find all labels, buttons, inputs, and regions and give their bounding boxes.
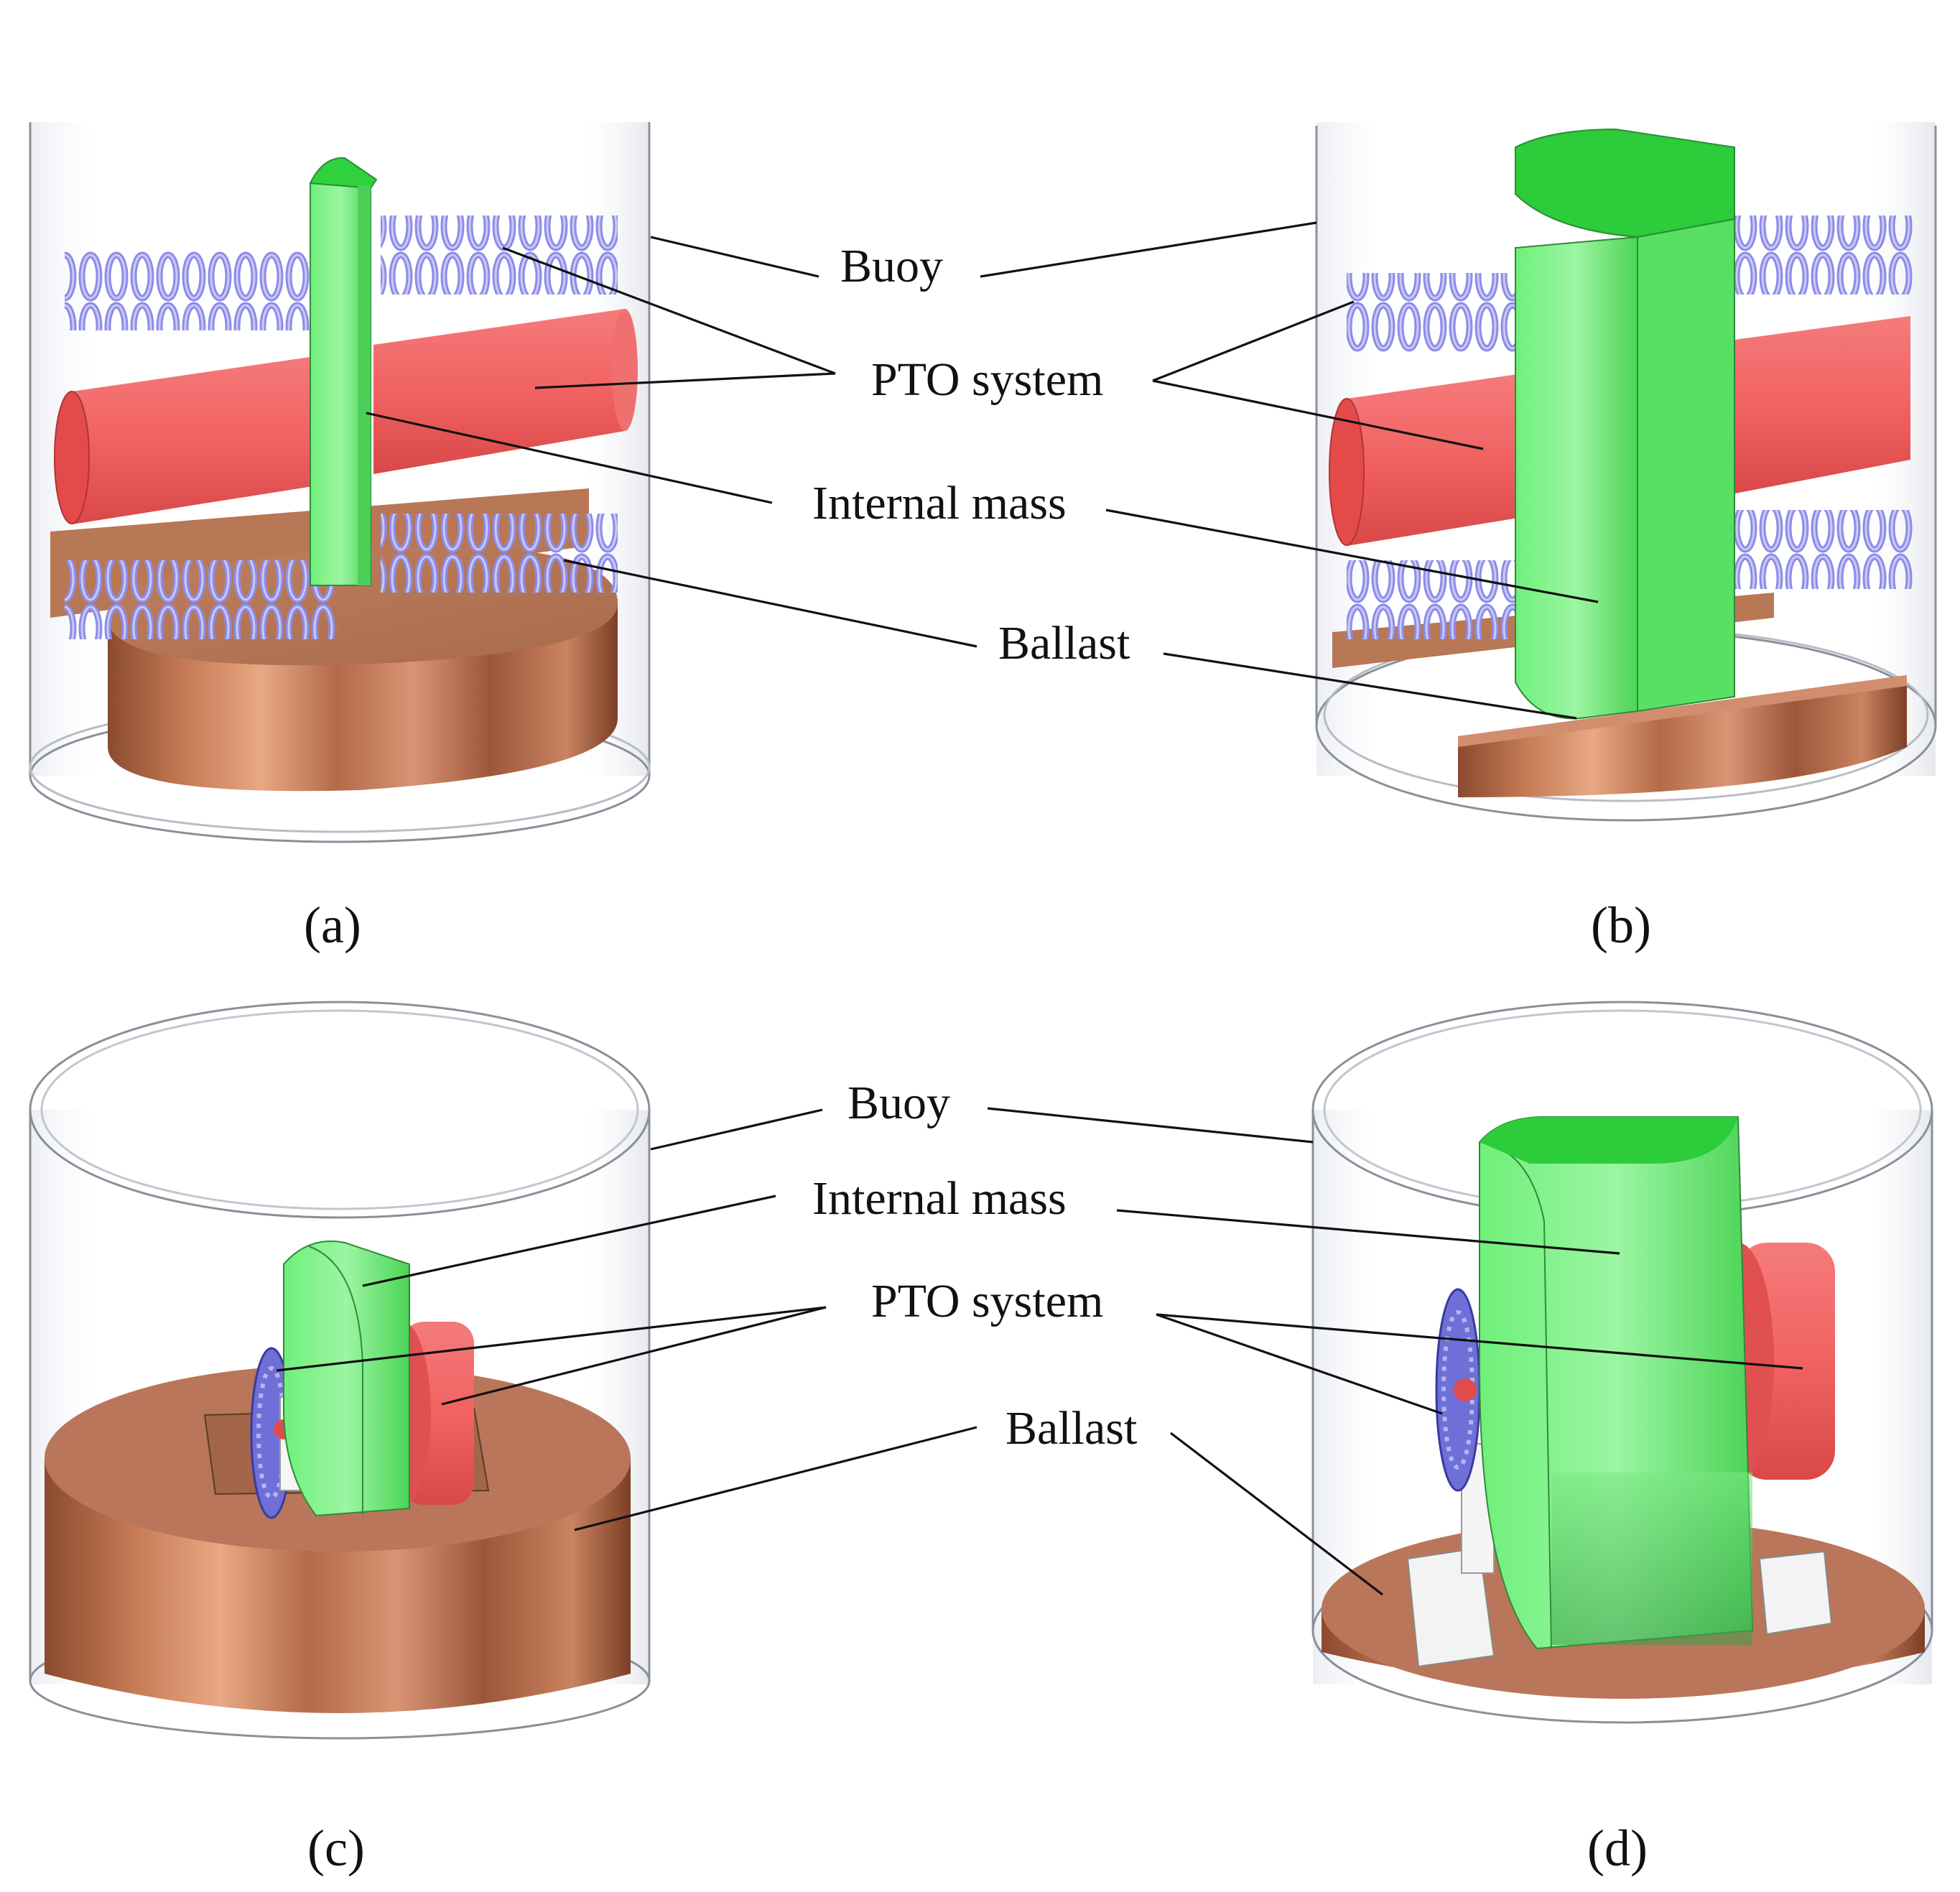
label-pto-c: PTO system [871, 1275, 1103, 1327]
leaders-d [987, 1107, 1803, 1596]
damper-b [1329, 316, 1910, 546]
label-ballast-a: Ballast [998, 617, 1130, 669]
label-buoy-c: Buoy [847, 1077, 950, 1129]
label-buoy-a: Buoy [840, 240, 943, 292]
panel-b: (b) [980, 122, 1937, 954]
panel-d: (d) [987, 1001, 1933, 1877]
leaders-c [276, 1108, 977, 1531]
label-mass-a: Internal mass [812, 477, 1067, 529]
mount-d [1406, 1443, 1833, 1668]
gear-d [1435, 1288, 1481, 1492]
caption-b: (b) [1591, 896, 1651, 954]
internal-mass-c [283, 1241, 410, 1517]
spring-upper-a [65, 215, 618, 330]
label-pto-a: PTO system [871, 353, 1103, 406]
internal-mass-d [1479, 1116, 1754, 1650]
caption-a: (a) [304, 896, 361, 954]
caption-d: (d) [1587, 1819, 1648, 1877]
damper-a [54, 309, 638, 524]
caption-c: (c) [307, 1819, 365, 1877]
panel-c: Buoy Internal mass PTO system Ballast (c… [29, 1001, 1137, 1877]
spring-lower-a [65, 514, 618, 639]
internal-mass-a [309, 157, 378, 586]
leaders-b [980, 221, 1599, 720]
label-ballast-c: Ballast [1005, 1402, 1137, 1455]
leaders-a [366, 236, 977, 648]
panel-a: Buoy PTO system Internal mass Ballast (a… [29, 122, 1130, 954]
label-mass-c: Internal mass [812, 1172, 1067, 1225]
internal-mass-b [1515, 128, 1735, 720]
